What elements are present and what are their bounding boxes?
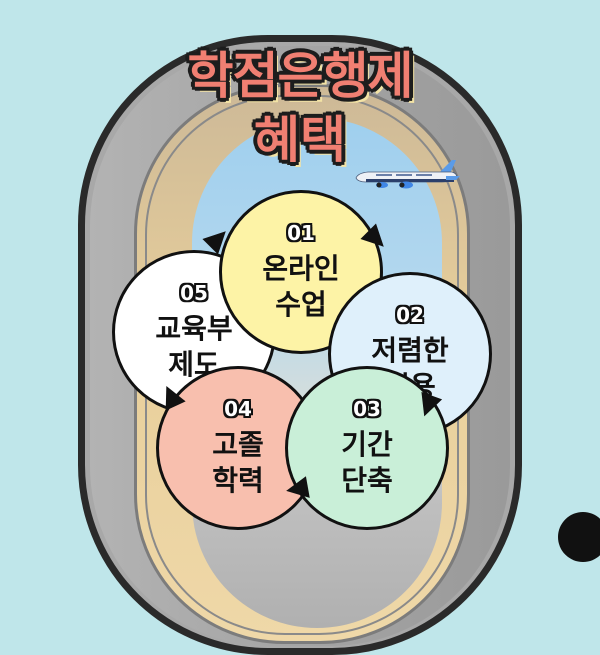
page-title-line1: 학점은행제 bbox=[187, 46, 415, 106]
step-label-line1: 교육부 bbox=[155, 312, 233, 345]
step-number: 02 bbox=[396, 303, 424, 327]
step-label-line2: 수업 bbox=[275, 288, 327, 321]
step-number: 01 bbox=[287, 221, 315, 245]
cycle-step-03: 03 기간 단축 bbox=[285, 366, 449, 530]
step-number: 03 bbox=[353, 397, 381, 421]
page-title-line2: 혜택 bbox=[253, 110, 347, 170]
step-number: 05 bbox=[180, 281, 208, 305]
step-label-line1: 고졸 bbox=[212, 428, 264, 461]
step-label-line2: 단축 bbox=[341, 464, 393, 497]
step-label-line2: 학력 bbox=[212, 464, 264, 497]
step-label-line1: 기간 bbox=[341, 428, 393, 461]
step-label-line1: 저렴한 bbox=[371, 334, 449, 367]
corner-badge bbox=[558, 512, 600, 562]
arrow-icon bbox=[284, 476, 310, 502]
airplane-icon bbox=[355, 160, 460, 189]
step-label-line1: 온라인 bbox=[262, 252, 340, 285]
step-number: 04 bbox=[224, 397, 252, 421]
